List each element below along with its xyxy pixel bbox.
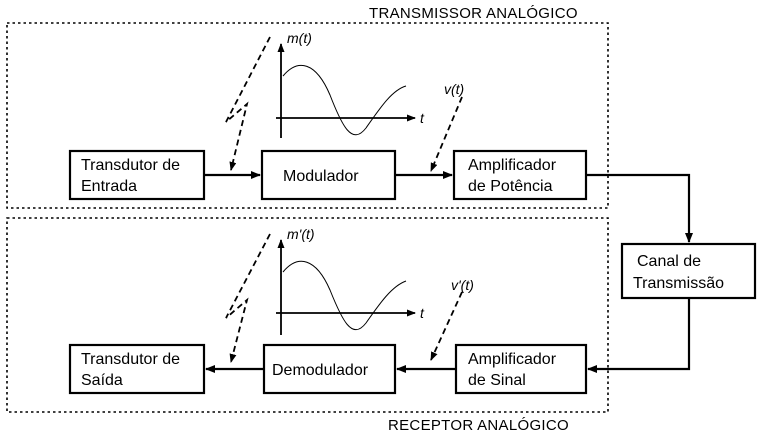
modulated-signal-label: v(t) (444, 81, 464, 97)
received-signal-label: v'(t) (451, 277, 474, 293)
recovered-waveform (283, 261, 406, 329)
time-axis-label: t (420, 110, 425, 126)
transmitter-title: TRANSMISSOR ANALÓGICO (369, 5, 578, 22)
message-signal-label: m(t) (287, 30, 312, 46)
recovered-signal-label: m'(t) (287, 226, 315, 242)
message-signal-plot: m(t) t (276, 30, 425, 138)
modulator-label: Modulador (283, 168, 359, 185)
demodulator-label: Demodulador (272, 362, 369, 379)
receiver-title: RECEPTOR ANALÓGICO (388, 417, 569, 434)
recovered-signal-plot: m'(t) t (276, 226, 425, 335)
time-axis-label-receiver: t (420, 305, 425, 321)
recovered-signal-indicator (226, 234, 270, 362)
channel-to-amplifier-wire (588, 298, 689, 369)
message-waveform (283, 65, 406, 134)
